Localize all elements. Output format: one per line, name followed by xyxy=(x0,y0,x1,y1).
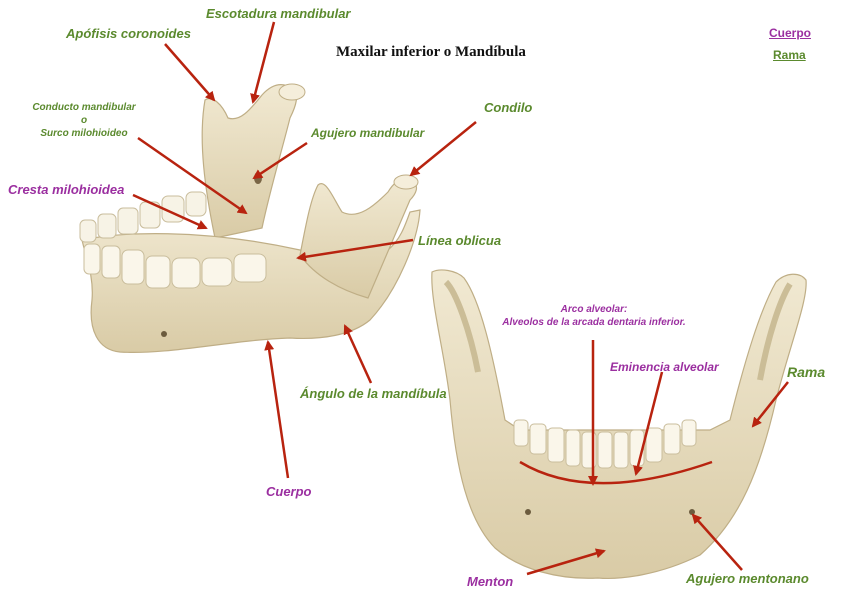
label-arco-line-1: Arco alveolar: xyxy=(560,304,628,315)
arrow-cresta xyxy=(132,193,208,230)
label-escotadura-mandibular: Escotadura mandibular xyxy=(206,6,351,21)
label-cresta-milohioidea: Cresta milohioidea xyxy=(8,182,125,197)
arrow-cuerpo xyxy=(264,340,290,479)
arrow-agujero-mandibular xyxy=(252,141,308,180)
label-conducto-mandibular: Conducto mandibular o Surco milohioideo xyxy=(8,101,160,140)
label-conducto-line-3: Surco milohioideo xyxy=(40,128,128,139)
label-arco-line-2: Alveolos de la arcada dentaria inferior. xyxy=(502,317,686,328)
arrow-eminencia xyxy=(633,371,664,476)
legend-cuerpo-link[interactable]: Cuerpo xyxy=(769,26,811,40)
arrow-angulo xyxy=(343,324,373,384)
label-menton: Menton xyxy=(467,574,514,589)
label-apofisis-coronoides: Apófisis coronoides xyxy=(66,26,191,41)
label-linea-oblicua: Línea oblicua xyxy=(418,233,502,248)
legend-rama-link[interactable]: Rama xyxy=(773,48,806,62)
label-rama: Rama xyxy=(787,364,826,380)
arrow-menton xyxy=(526,548,606,576)
label-agujero-mentoniano: Agujero mentonano xyxy=(686,571,809,586)
label-eminencia-alveolar: Eminencia alveolar xyxy=(610,360,719,374)
arrow-condilo xyxy=(409,121,477,177)
arrow-rama xyxy=(751,381,789,428)
arrow-conducto xyxy=(137,136,248,215)
label-arrows xyxy=(132,21,789,576)
arrow-agujero-mentoniano xyxy=(691,513,743,571)
arrow-coronoides xyxy=(164,43,216,102)
label-agujero-mandibular: Agujero mandibular xyxy=(311,126,425,140)
mandible-frontal-illustration xyxy=(431,269,807,579)
label-arco-alveolar: Arco alveolar: Alveolos de la arcada den… xyxy=(478,303,710,329)
arrow-linea-oblicua xyxy=(296,238,414,262)
label-conducto-line-2: o xyxy=(80,115,88,126)
label-angulo-mandibula: Ángulo de la mandíbula xyxy=(300,386,447,401)
arrow-escotadura xyxy=(250,21,276,104)
label-conducto-line-1: Conducto mandibular xyxy=(32,102,136,113)
diagram-title: Maxilar inferior o Mandíbula xyxy=(336,44,526,60)
label-cuerpo: Cuerpo xyxy=(266,484,312,499)
label-condilo: Condilo xyxy=(484,100,533,115)
